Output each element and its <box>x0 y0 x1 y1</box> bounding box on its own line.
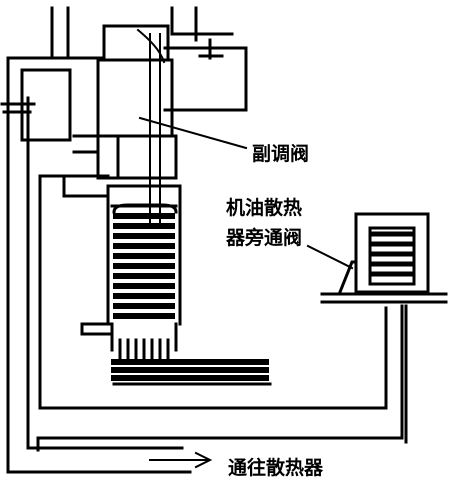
top-left-passage <box>20 6 72 142</box>
auxiliary-valve-label: 副调阀 <box>252 142 309 165</box>
bypass-valve-label-line1: 机油散热 <box>226 196 302 219</box>
flow-arrow-icon <box>149 451 213 469</box>
outer-oil-passage <box>6 56 192 474</box>
top-right-passage <box>163 6 248 112</box>
auxiliary-valve-leader <box>138 116 248 150</box>
to-radiator-label: 通往散热器 <box>228 456 324 479</box>
valve-stem <box>136 28 166 225</box>
radiator-return-line <box>36 304 408 452</box>
main-cylinder-housing <box>38 174 388 410</box>
bypass-valve <box>320 212 448 304</box>
main-spring <box>110 203 178 319</box>
bypass-valve-leader <box>306 244 354 270</box>
left-line-fitting <box>0 102 36 114</box>
bypass-valve-label-line2: 器旁通阀 <box>225 226 302 249</box>
valve-seat <box>111 338 272 386</box>
